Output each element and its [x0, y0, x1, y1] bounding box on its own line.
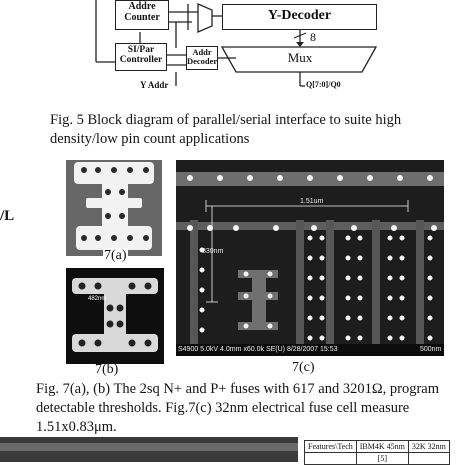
- block-diagram-wires: [95, 0, 378, 87]
- table-cell: [407, 452, 450, 465]
- address-decoder-block: Addr Decoder: [186, 46, 218, 70]
- bottom-photo-band: [0, 443, 298, 451]
- serial-parallel-controller-label: SI/Par Controller: [119, 45, 163, 65]
- fig5-caption-line2: density/low pin count applications: [50, 131, 250, 147]
- table-cell-ref: [5]: [355, 452, 409, 465]
- y-decoder-label: Y-Decoder: [267, 8, 332, 23]
- micrograph-7c: 1.51um 830nm S4900 5.0kV 4.0mm x60.0k SE…: [176, 160, 444, 356]
- table-row: [5]: [304, 452, 450, 465]
- fig5-caption-line1: Fig. 5 Block diagram of parallel/serial …: [50, 112, 402, 128]
- micrograph-7c-footer: S4900 5.0kV 4.0mm x60.0k SE(U) 8/28/2007…: [178, 346, 338, 353]
- fig7-caption-line3: 1.51x0.83μm.: [36, 419, 117, 435]
- y-decoder-block: Y-Decoder: [222, 4, 377, 30]
- fig7-caption-line1: Fig. 7(a), (b) The 2sq N+ and P+ fuses w…: [36, 381, 440, 397]
- label-7c: 7(c): [292, 360, 315, 375]
- micrograph-7b: 482nm: [66, 268, 164, 364]
- micrograph-7c-measure-horizontal: 1.51um: [300, 198, 324, 205]
- mux-label: Mux: [287, 50, 313, 65]
- micrograph-7c-scale: 500nm: [420, 346, 442, 353]
- table-header-32k: 32K 32nm: [407, 440, 450, 453]
- comparison-table: Features\Tech IBM4K 45nm 32K 32nm [5]: [304, 440, 450, 465]
- label-7a: 7(a): [103, 248, 128, 264]
- left-margin-fragment: /L: [0, 208, 15, 224]
- table-header-ibm: IBM4K 45nm: [355, 440, 409, 453]
- label-7b: 7(b): [95, 362, 119, 377]
- address-decoder-label: Addr Decoder: [187, 47, 218, 66]
- micrograph-7c-image: [176, 160, 444, 356]
- serial-parallel-controller-block: SI/Par Controller: [115, 43, 167, 71]
- y-address-label: Y Addr: [140, 80, 169, 90]
- block-diagram: Addre Counter Y-Decoder 8 SI/Par Control…: [0, 0, 474, 95]
- table-row: Features\Tech IBM4K 45nm 32K 32nm: [304, 440, 450, 453]
- bus-width-label: 8: [310, 30, 316, 44]
- micrograph-7a: [66, 160, 162, 256]
- fig7-caption-line2: detectable thresholds. Fig.7(c) 32nm ele…: [36, 400, 410, 416]
- micrograph-7b-image: [66, 268, 164, 364]
- address-counter-block: Addre Counter: [115, 0, 169, 30]
- micrograph-7b-scale: 482nm: [88, 296, 107, 302]
- table-cell: [304, 452, 357, 465]
- output-label: Q[7:0]/Q0: [306, 80, 341, 89]
- table-header-features: Features\Tech: [304, 440, 357, 453]
- bottom-photo-strip: [0, 437, 298, 462]
- micrograph-7a-image: [66, 160, 162, 256]
- address-counter-label: Addre Counter: [124, 1, 160, 23]
- micrograph-7c-measure-vertical: 830nm: [202, 248, 224, 255]
- comparison-table-grid: Features\Tech IBM4K 45nm 32K 32nm [5]: [304, 440, 450, 465]
